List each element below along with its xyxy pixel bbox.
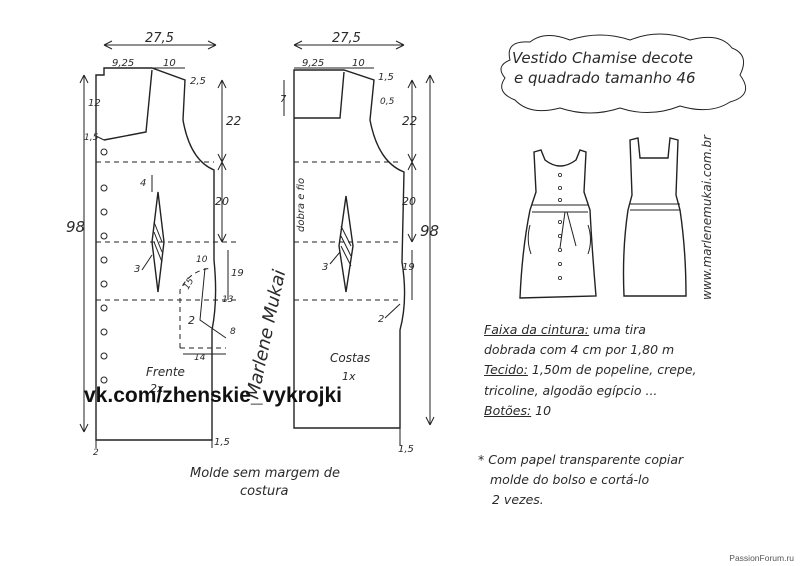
dress-front-sketch xyxy=(519,149,597,299)
footer-line-1: Molde sem margem de xyxy=(190,466,341,481)
back-armhole: 22 xyxy=(402,114,417,128)
front-neck-width: 10 xyxy=(163,58,176,69)
back-neck-width: 10 xyxy=(352,58,365,69)
button-dot xyxy=(100,376,108,384)
back-pattern: 27,5 9,25 10 1,5 0,5 7 dobra e fio 22 20… xyxy=(280,31,439,455)
title-line-1: Vestido Chamise decote xyxy=(512,49,693,67)
button-dot xyxy=(100,280,108,288)
belt-line-2: dobrada com 4 cm por 1,80 m xyxy=(484,342,675,357)
front-pocket-top: 10 xyxy=(196,255,208,265)
button-dot xyxy=(100,184,108,192)
back-top-width: 27,5 xyxy=(332,31,361,46)
buttons-note: Botões: 10 xyxy=(484,403,551,418)
back-label: Costas xyxy=(330,351,370,365)
front-top-width: 27,5 xyxy=(145,31,174,46)
front-pocket-depth: 13 xyxy=(222,295,234,305)
belt-text: uma tira xyxy=(593,322,646,337)
pattern-title: Vestido Chamise decote e quadrado tamanh… xyxy=(512,48,742,88)
back-neck-depth: 7 xyxy=(280,94,287,105)
copy-note-2: molde do bolso e cortá-lo xyxy=(490,472,650,487)
front-drop: 2,5 xyxy=(190,76,206,87)
front-hem-left: 2 xyxy=(93,448,99,458)
button-dot xyxy=(100,256,108,264)
front-pocket-label: 2 xyxy=(188,314,195,327)
site-url: www.marlenemukai.com.br xyxy=(700,135,714,300)
front-small: 1,5 xyxy=(84,133,99,143)
fabric-text: 1,50m de popeline, crepe, xyxy=(531,362,697,377)
footer-line-2: costura xyxy=(240,484,289,499)
svg-text:Marlene Mukai: Marlene Mukai xyxy=(242,268,290,401)
front-hem-right: 1,5 xyxy=(214,437,230,448)
front-pocket-small: 8 xyxy=(230,327,236,337)
front-dart-len: 4 xyxy=(140,178,146,189)
belt-label: Faixa da cintura: xyxy=(484,322,590,337)
front-count: 2x xyxy=(150,382,164,395)
front-buttons xyxy=(100,148,108,384)
back-bust-waist: 20 xyxy=(402,195,416,208)
button-dot xyxy=(100,304,108,312)
front-bust-waist: 20 xyxy=(215,195,229,208)
button-dot xyxy=(100,208,108,216)
back-length: 98 xyxy=(420,222,439,240)
front-neck-depth: 12 xyxy=(88,98,101,109)
front-armhole: 22 xyxy=(226,114,241,128)
back-drop: 1,5 xyxy=(378,72,394,83)
belt-note: Faixa da cintura: uma tira xyxy=(484,322,646,337)
back-drop2: 0,5 xyxy=(380,97,395,107)
back-fold-label: dobra e fio xyxy=(296,178,307,232)
back-side-num: 2 xyxy=(378,314,384,325)
title-cloud xyxy=(500,33,747,114)
front-label: Frente xyxy=(146,365,185,379)
button-dot xyxy=(100,232,108,240)
button-dot xyxy=(100,352,108,360)
front-shoulder-left: 9,25 xyxy=(112,58,134,69)
copy-note-1: * Com papel transparente copiar xyxy=(478,452,684,467)
watermark-text: vk.com/zhenskie_vykrojki xyxy=(84,384,342,407)
back-count: 1x xyxy=(342,370,356,383)
fabric-line-2: tricoline, algodão egípcio ... xyxy=(484,383,658,398)
title-line-2: e quadrado tamanho 46 xyxy=(514,69,696,87)
front-pocket-w: 15 xyxy=(182,276,197,291)
back-dart-num: 3 xyxy=(322,262,328,273)
back-shoulder-left: 9,25 xyxy=(302,58,324,69)
buttons-text: 10 xyxy=(535,403,552,418)
signature: Marlene Mukai xyxy=(242,268,290,401)
front-pocket-bottom: 14 xyxy=(194,353,206,363)
dress-back-sketch xyxy=(622,137,687,297)
buttons-label: Botões: xyxy=(484,403,532,418)
forum-credit: PassionForum.ru xyxy=(729,553,794,563)
back-side-len: 19 xyxy=(402,262,415,273)
fabric-label: Tecido: xyxy=(484,362,528,377)
button-dot xyxy=(100,148,108,156)
front-pocket-side: 19 xyxy=(231,268,244,279)
front-length: 98 xyxy=(66,218,85,236)
fabric-note: Tecido: 1,50m de popeline, crepe, xyxy=(484,362,697,377)
back-hem-right: 1,5 xyxy=(398,444,414,455)
button-dot xyxy=(100,328,108,336)
copy-note-3: 2 vezes. xyxy=(492,492,544,507)
front-dart-num: 3 xyxy=(134,264,140,275)
